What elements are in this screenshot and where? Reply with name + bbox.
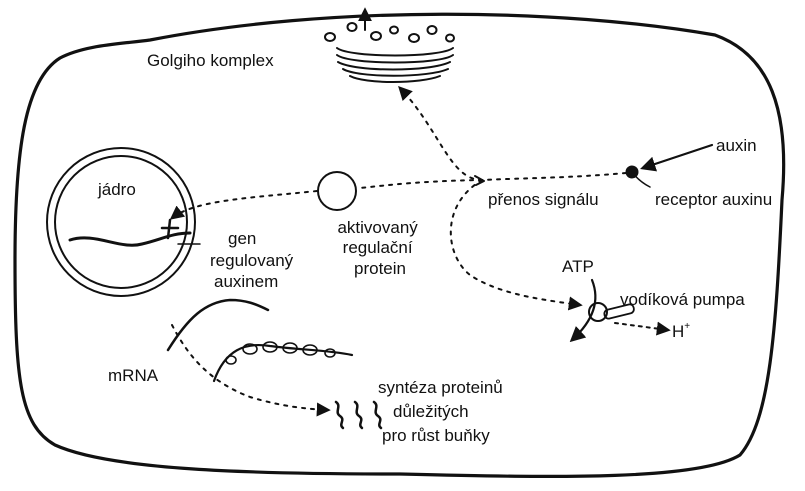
nucleus-label: jádro bbox=[97, 180, 136, 199]
mrna-label: mRNA bbox=[108, 366, 159, 385]
ribosomes bbox=[226, 342, 335, 364]
golgi-label: Golgiho komplex bbox=[147, 51, 274, 70]
gene-label: gen regulovaný auxinem bbox=[210, 229, 298, 291]
atp-arrow bbox=[572, 280, 595, 340]
pump-label: vodíková pumpa bbox=[620, 290, 745, 309]
proton-arrow bbox=[615, 323, 668, 330]
dna-strand bbox=[70, 233, 190, 245]
receptor-label: receptor auxinu bbox=[655, 190, 772, 209]
auxin-label: auxin bbox=[716, 136, 757, 155]
synthesis-label: syntéza proteinů důležitých pro růst buň… bbox=[378, 378, 507, 445]
nucleus-inner bbox=[55, 156, 187, 288]
receptor-leader bbox=[632, 172, 650, 187]
gene-to-proteins bbox=[172, 325, 328, 410]
regulatory-protein bbox=[318, 172, 356, 210]
atp-label: ATP bbox=[562, 257, 594, 276]
nucleus-outer bbox=[47, 148, 195, 296]
protein-squiggles bbox=[336, 402, 381, 428]
golgi-complex bbox=[325, 23, 454, 82]
proton-label: H+ bbox=[672, 321, 690, 341]
signal-label: přenos signálu bbox=[488, 190, 599, 209]
auxin-arrow bbox=[643, 145, 712, 168]
protein-label: aktivovaný regulační protein bbox=[337, 218, 422, 278]
